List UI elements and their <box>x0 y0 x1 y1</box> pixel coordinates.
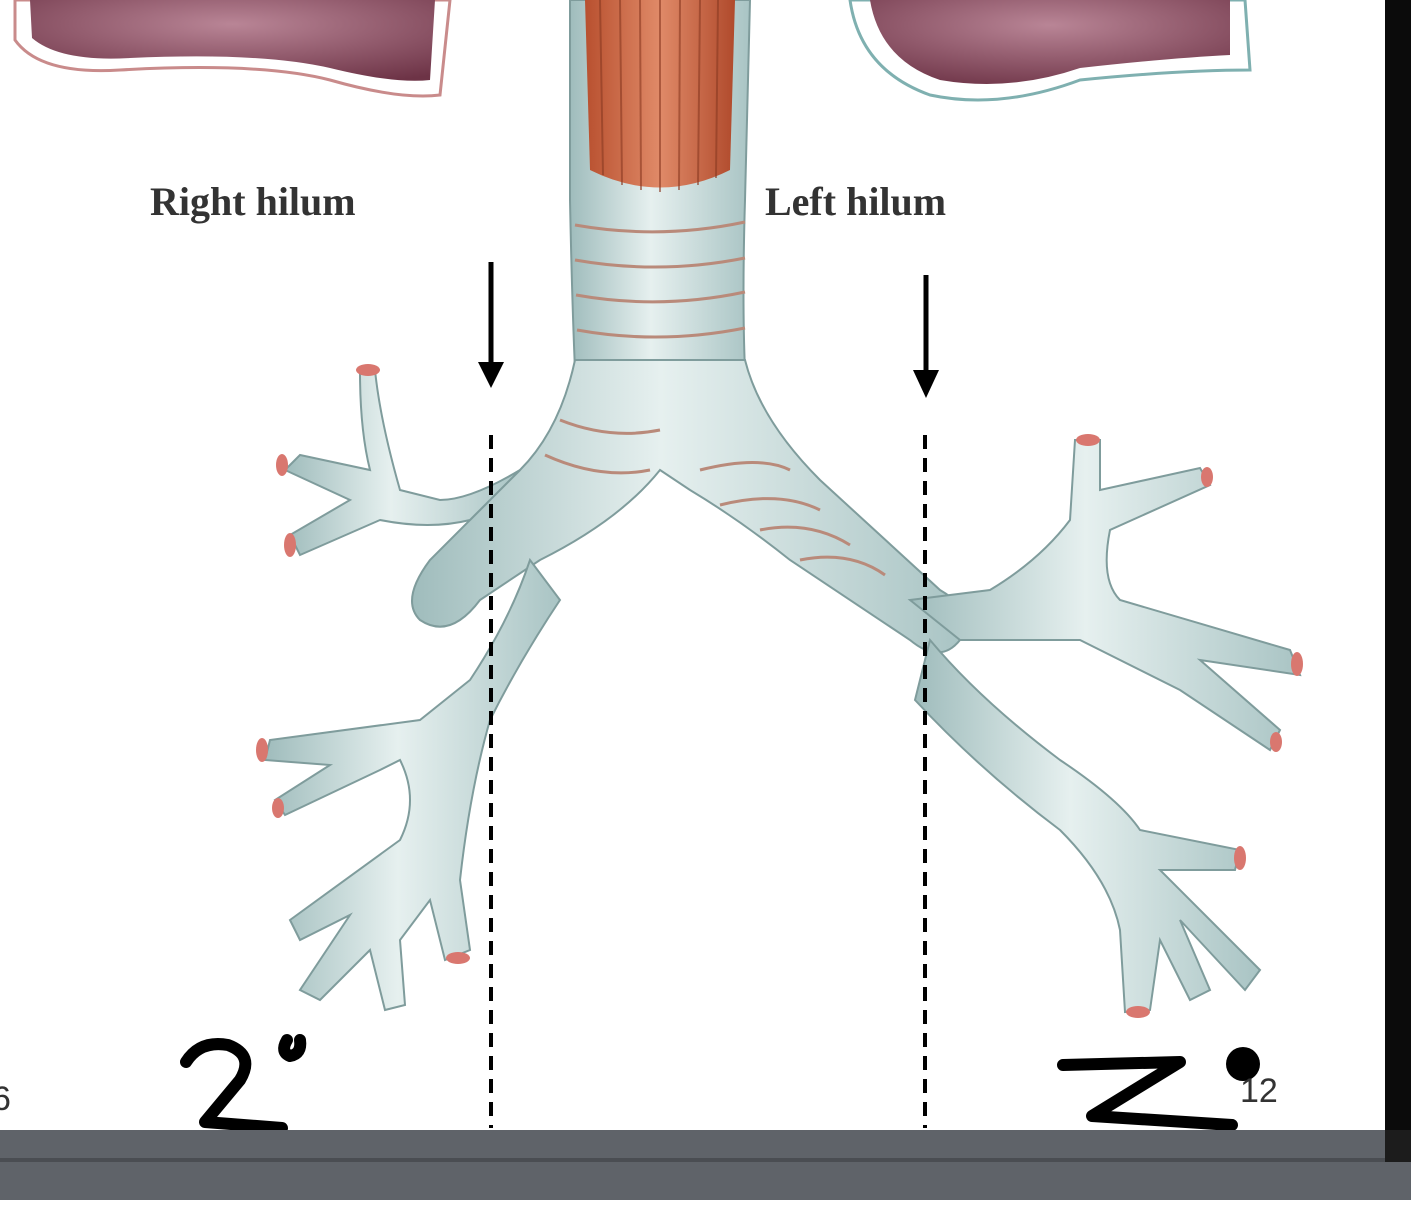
bottom-toolbar <box>0 1130 1411 1200</box>
handwritten-note-right <box>1057 1056 1238 1131</box>
trachea <box>569 0 752 371</box>
right-hilum-label: Right hilum <box>150 179 356 224</box>
ink-dot <box>1226 1047 1260 1081</box>
left-hilum-marker <box>913 275 939 1128</box>
left-bronchial-branches <box>907 434 1303 1018</box>
page-number-right: 12 <box>1240 1072 1278 1110</box>
right-edge-scrollbar[interactable] <box>1385 0 1411 1162</box>
left-lung-base <box>848 0 1252 102</box>
right-lung-base <box>13 0 452 98</box>
page-number-left: 6 <box>0 1080 11 1118</box>
scrollbar-knob[interactable] <box>1385 1130 1411 1162</box>
right-bronchial-branches <box>256 364 562 1012</box>
left-hilum-label: Left hilum <box>765 179 947 224</box>
toolbar-divider <box>0 1158 1411 1162</box>
right-hilum-marker <box>478 262 504 1128</box>
main-bronchi <box>411 359 966 654</box>
handwritten-note-left <box>180 1034 307 1134</box>
